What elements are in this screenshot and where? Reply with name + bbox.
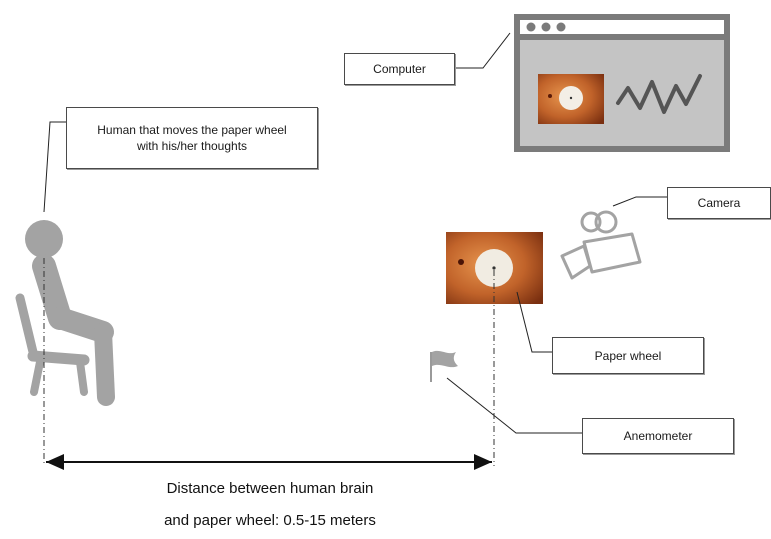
human-label: Human that moves the paper wheel with hi…: [66, 107, 318, 169]
computer-icon: [514, 14, 730, 152]
seated-person-icon: [15, 220, 115, 406]
video-camera-icon: [560, 210, 642, 280]
computer-label: Computer: [344, 53, 455, 85]
camera-leader-line: [612, 196, 667, 207]
distance-caption-line-2: and paper wheel: 0.5-15 meters: [164, 512, 376, 529]
anemometer-flag-icon: [430, 350, 458, 382]
camera-label: Camera: [667, 187, 771, 219]
monitor-wheel-thumbnail: [538, 74, 604, 124]
anemometer-label: Anemometer: [582, 418, 734, 454]
signal-graph-icon: [616, 74, 702, 114]
human-leader-line: [43, 121, 66, 213]
computer-leader-line: [455, 32, 511, 69]
paper-wheel-label: Paper wheel: [552, 337, 704, 374]
anemometer-leader-line: [446, 377, 582, 434]
paper-wheel-photo: [446, 232, 543, 304]
paper-wheel-leader-line: [516, 291, 552, 353]
distance-caption-line-1: Distance between human brain: [166, 480, 374, 497]
